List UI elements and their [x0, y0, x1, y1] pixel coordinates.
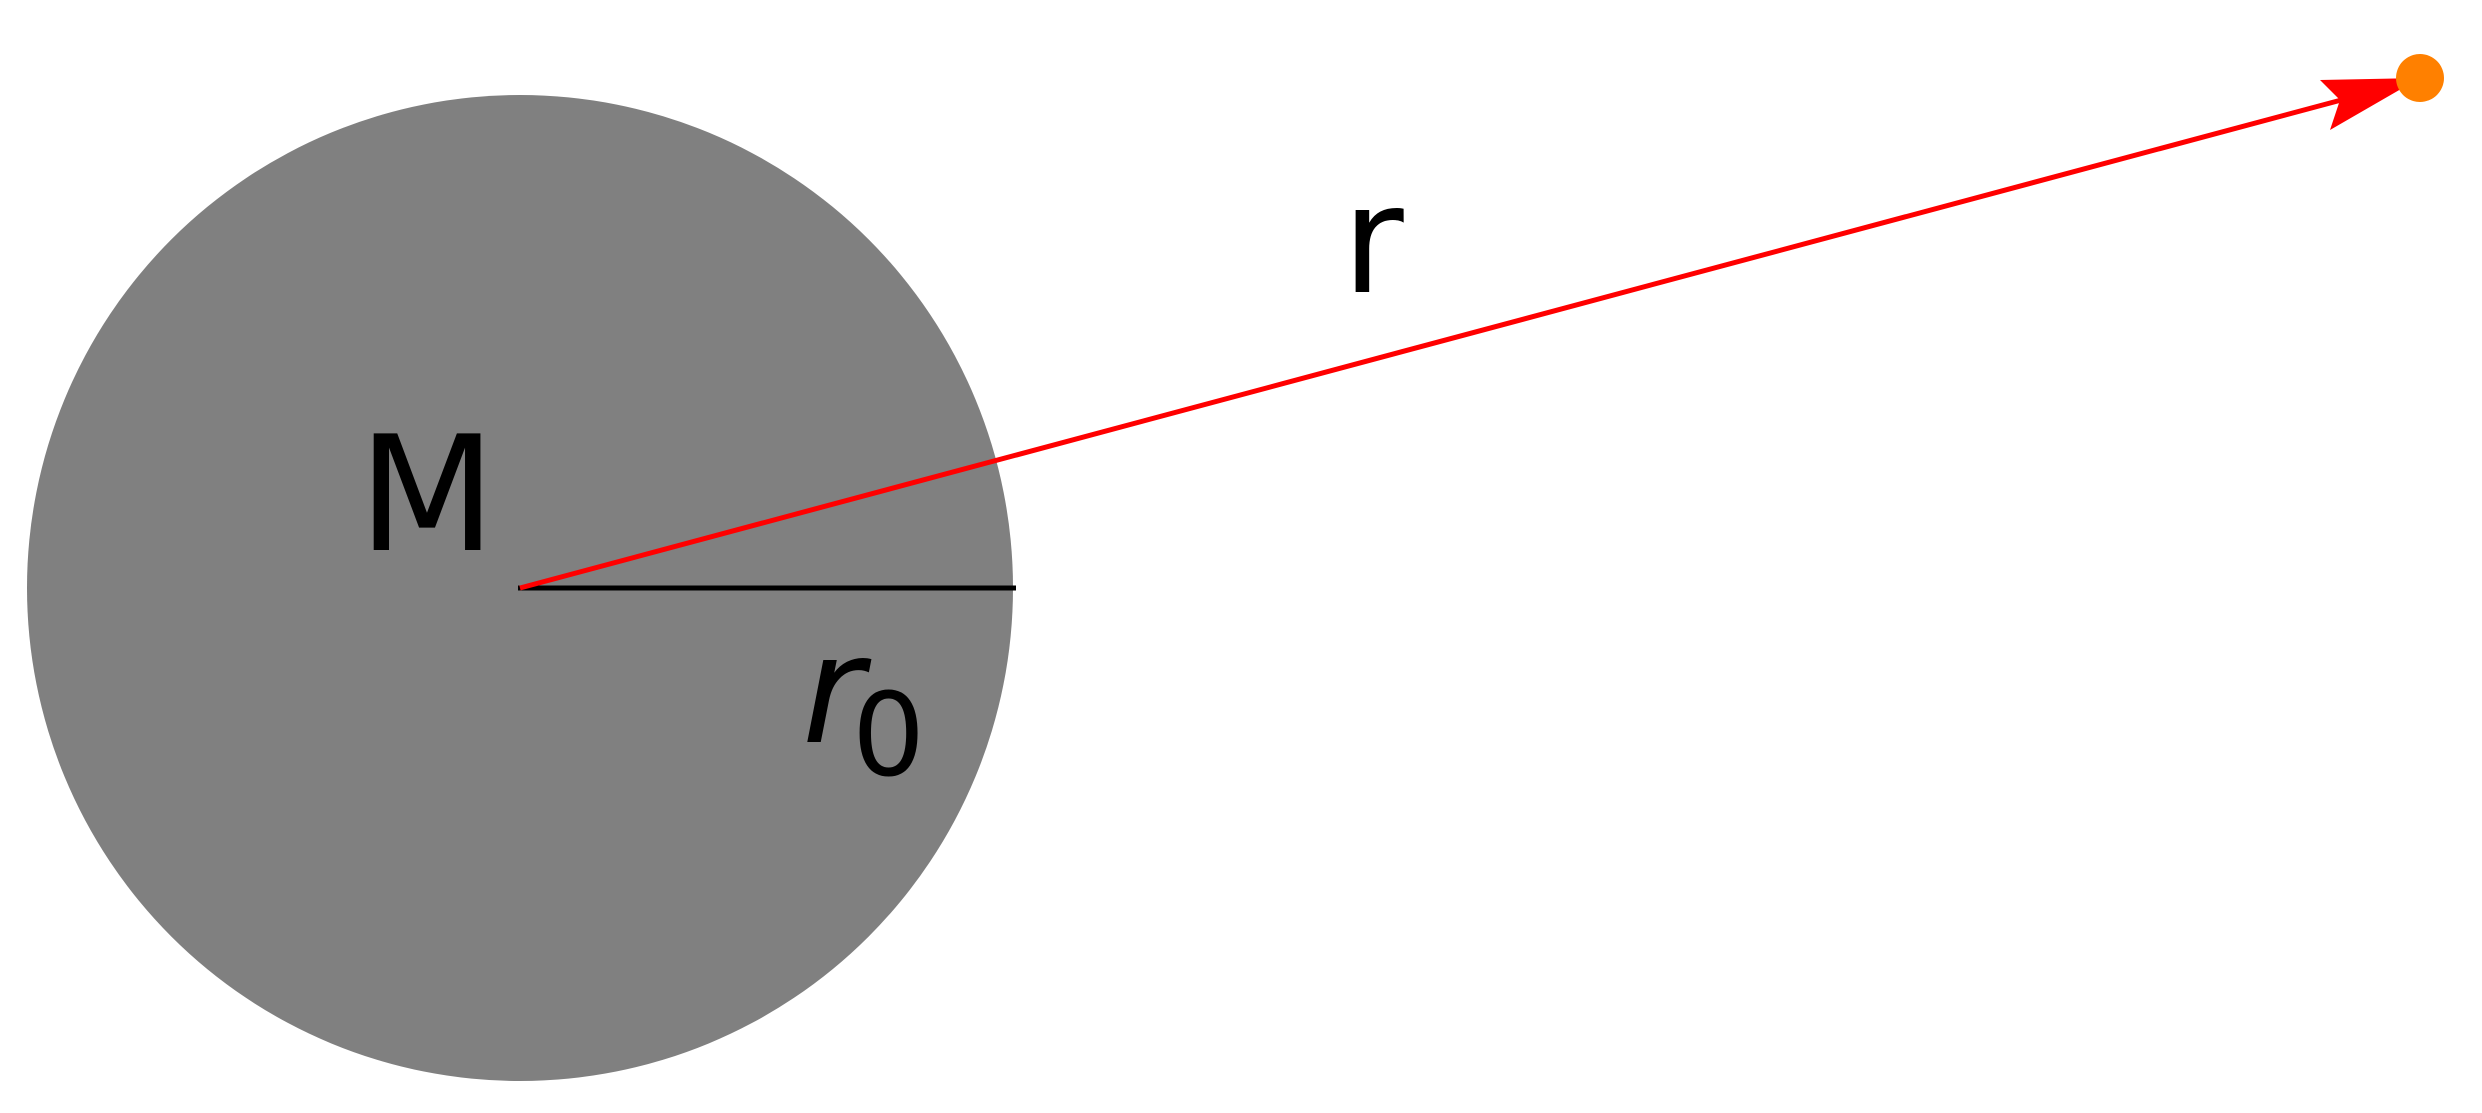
- distance-vector: [519, 92, 2361, 591]
- radius-label-subscript: 0: [852, 669, 925, 803]
- distance-vector-arrowhead: [2320, 78, 2420, 130]
- radius-label-main: r: [802, 604, 872, 778]
- test-particle: [2396, 54, 2444, 102]
- radius-label: r: [802, 604, 872, 778]
- distance-label: r: [1342, 154, 1404, 328]
- mass-label: M: [358, 401, 496, 588]
